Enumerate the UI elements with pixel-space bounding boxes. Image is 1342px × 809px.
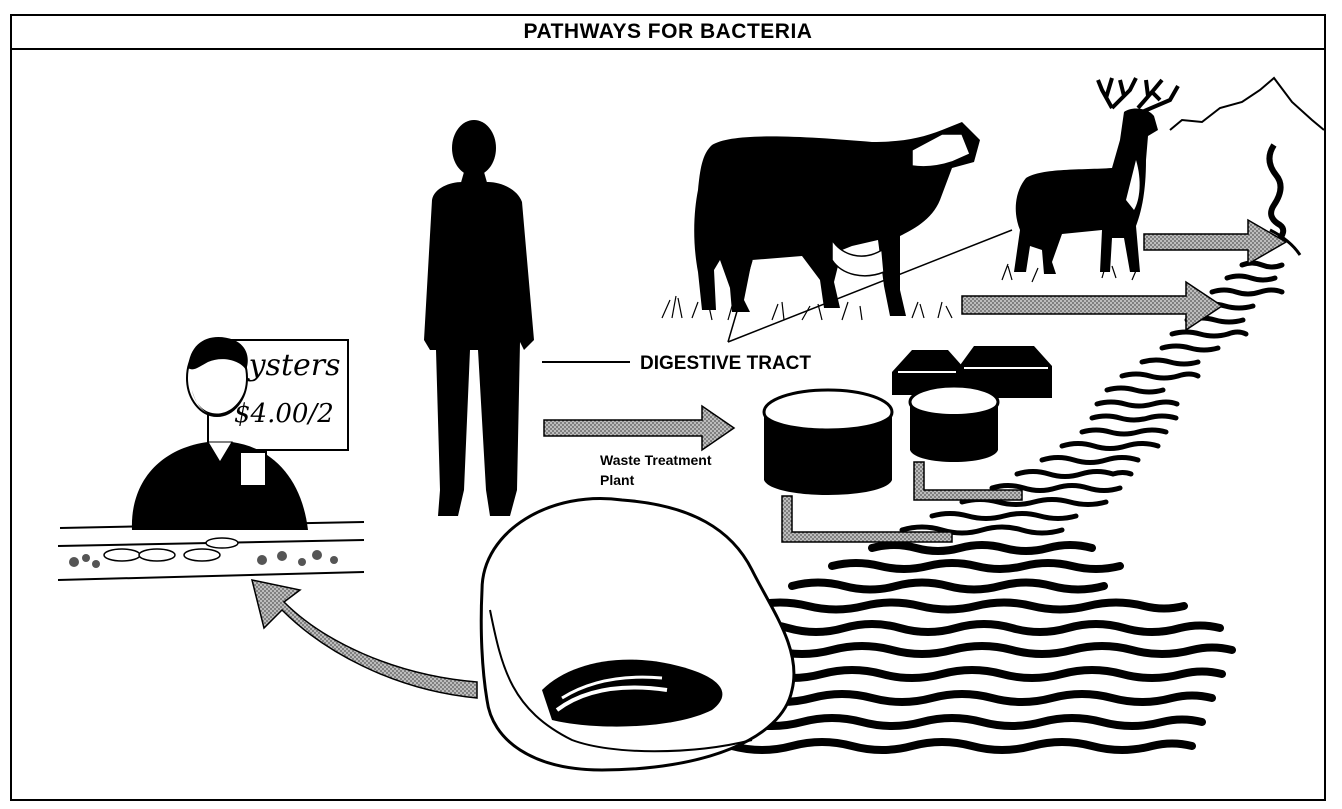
mountain-icon <box>1170 78 1324 130</box>
person-silhouette-icon <box>424 120 534 516</box>
deer-icon <box>1002 78 1178 282</box>
label-waste-treatment-2: Plant <box>600 472 635 488</box>
oyster-to-market-arrow <box>252 580 477 698</box>
pathways-scene: Oysters $4.00/2 <box>12 50 1324 799</box>
cow-icon <box>662 122 980 320</box>
diagram-frame: PATHWAYS FOR BACTERIA <box>10 14 1326 801</box>
oyster-icon <box>481 498 794 770</box>
cow-to-river-arrow <box>962 282 1222 330</box>
label-waste-treatment-1: Waste Treatment <box>600 452 712 468</box>
label-digestive-tract: DIGESTIVE TRACT <box>640 353 811 374</box>
diagram-title: PATHWAYS FOR BACTERIA <box>524 20 813 44</box>
sign-line-2: $4.00/2 <box>234 399 334 429</box>
vendor-icon: Oysters $4.00/2 <box>58 337 364 580</box>
person-to-plant-arrow <box>544 406 734 450</box>
deer-to-river-arrow <box>1144 220 1286 264</box>
title-bar: PATHWAYS FOR BACTERIA <box>12 16 1324 50</box>
